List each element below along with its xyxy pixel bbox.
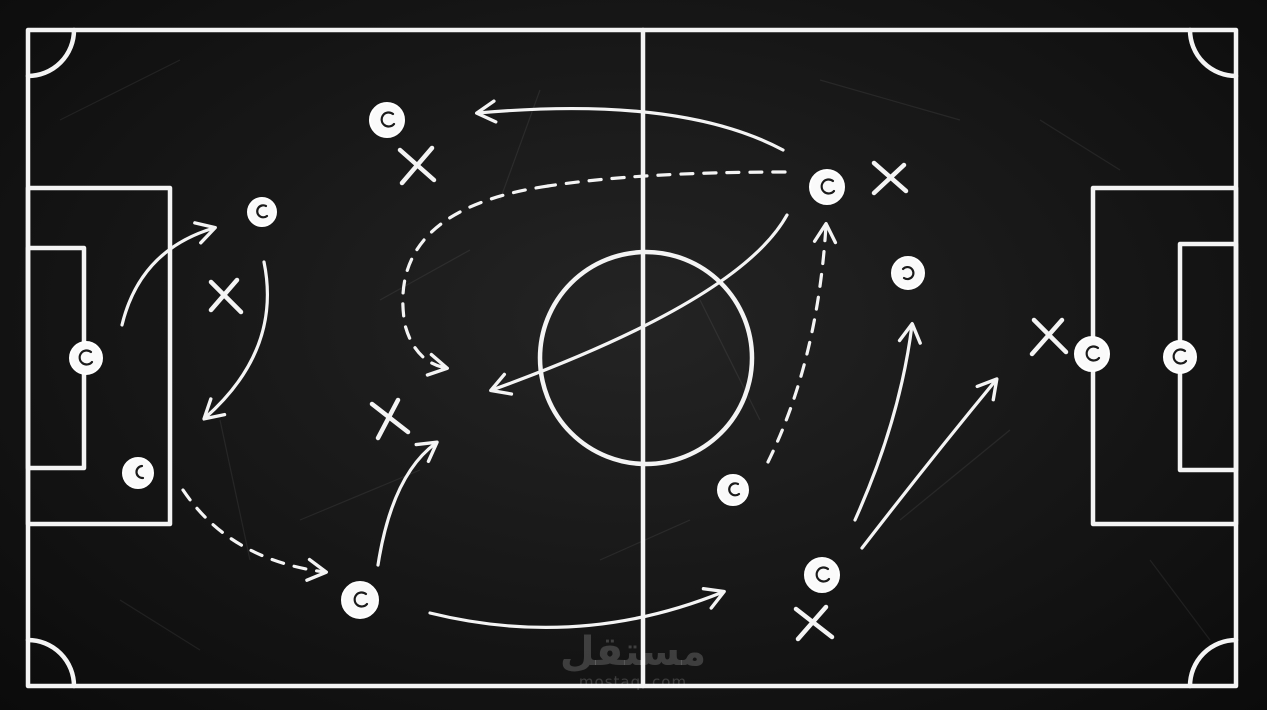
arrow-diagonal-through-center bbox=[489, 213, 789, 396]
watermark-latin: mostaql.com bbox=[578, 673, 688, 691]
x-marker bbox=[871, 160, 909, 196]
player-o bbox=[1163, 340, 1197, 374]
dashed-line-top-pass bbox=[546, 170, 787, 188]
watermark-arabic: مستقل bbox=[559, 629, 707, 675]
player-o bbox=[341, 581, 379, 619]
arrow-bottom-right-up bbox=[853, 322, 922, 522]
player-o bbox=[809, 169, 845, 205]
corner-arc-bottom-right bbox=[1187, 637, 1239, 689]
player-o bbox=[247, 197, 277, 227]
corner-arc-top-left bbox=[25, 27, 77, 79]
player-o bbox=[122, 457, 154, 489]
pitch-boundary bbox=[25, 27, 1239, 689]
player-o bbox=[804, 557, 840, 593]
x-marker bbox=[208, 277, 244, 315]
center-circle bbox=[537, 249, 755, 467]
corner-arc-bottom-left bbox=[25, 637, 77, 689]
x-marker bbox=[397, 145, 437, 186]
arrow-dashed-curve-center bbox=[401, 184, 550, 377]
x-markers bbox=[208, 145, 1069, 642]
x-marker bbox=[369, 397, 411, 441]
corner-arc-top-right bbox=[1187, 27, 1239, 79]
pitch-lines bbox=[25, 27, 1239, 689]
chalk-texture bbox=[59, 59, 1211, 651]
movement-arrows bbox=[120, 99, 999, 630]
x-marker bbox=[1029, 317, 1069, 357]
o-players bbox=[69, 102, 1197, 619]
player-o bbox=[1074, 336, 1110, 372]
arrow-right-curve-down bbox=[202, 260, 269, 421]
arrow-long-bottom-pass bbox=[428, 587, 726, 630]
arrow-bottom-right-diagonal bbox=[860, 377, 999, 550]
player-o bbox=[69, 341, 103, 375]
watermark: مستقل mostaql.com bbox=[558, 630, 708, 700]
player-o bbox=[369, 102, 405, 138]
player-o bbox=[891, 256, 925, 290]
arrow-dashed-up-right-side bbox=[766, 222, 838, 464]
x-marker bbox=[793, 604, 835, 642]
arrow-dashed-to-bottom-player bbox=[181, 488, 328, 582]
arrow-top-return-pass bbox=[475, 99, 785, 152]
arrow-bottom-player-up bbox=[376, 440, 439, 567]
arrow-gk-to-top bbox=[120, 221, 217, 327]
player-o bbox=[717, 474, 749, 506]
